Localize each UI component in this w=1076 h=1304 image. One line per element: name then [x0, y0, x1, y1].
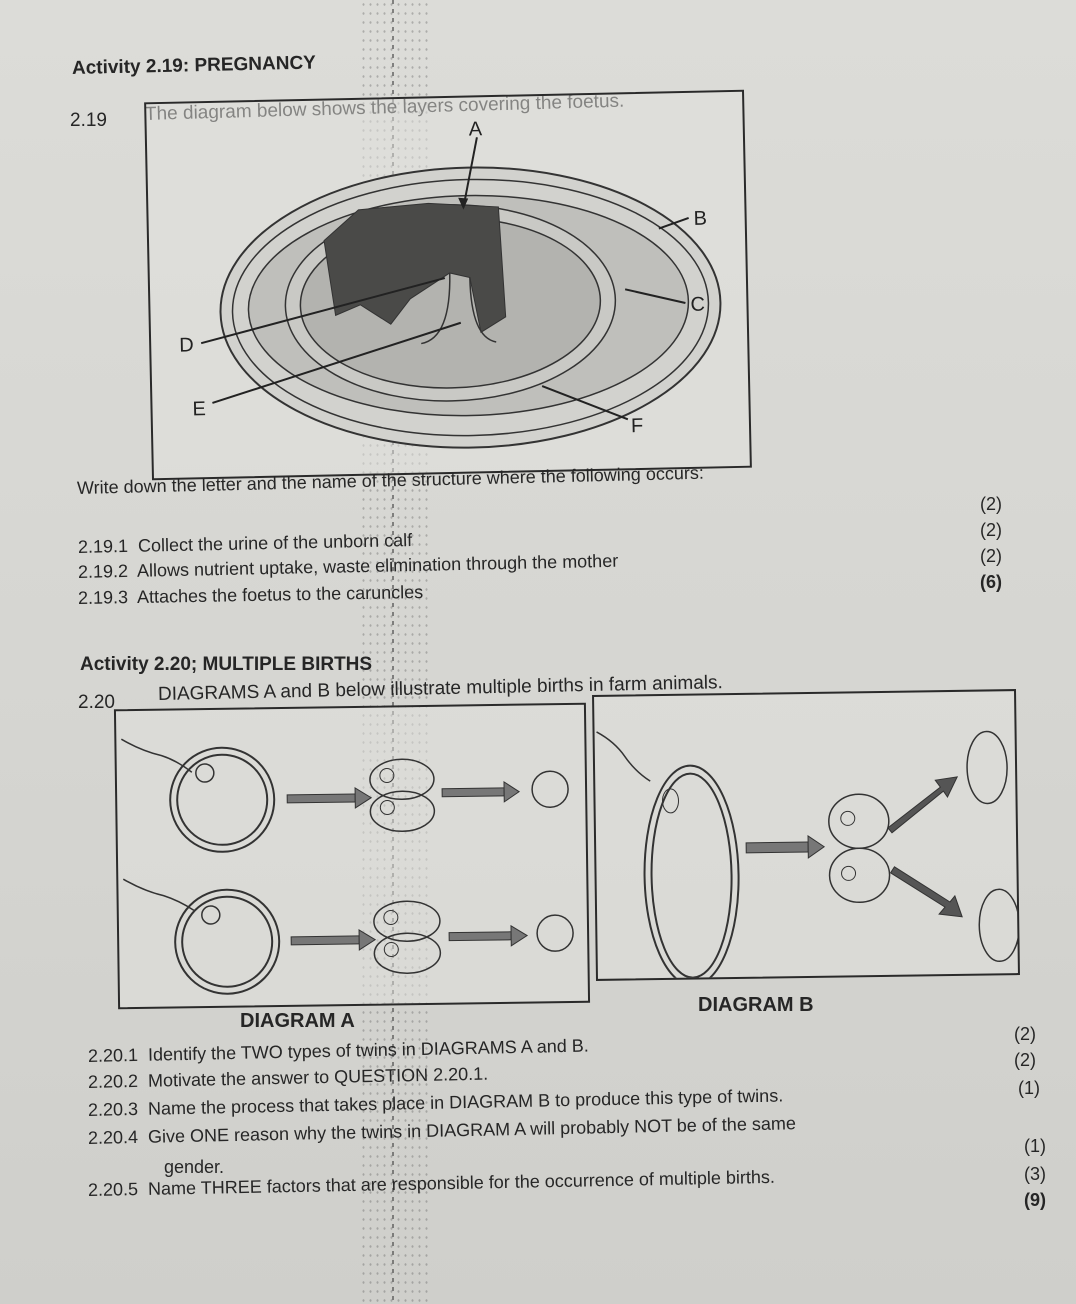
- foetus-layers-illustration: A B C D E F: [179, 118, 722, 449]
- diagram-a-caption: DIAGRAM A: [240, 1010, 355, 1032]
- diagram-b: [592, 689, 1021, 987]
- marks-2201: (2): [1014, 1024, 1036, 1044]
- marks-2204: (1): [1024, 1136, 1046, 1156]
- svg-text:C: C: [690, 294, 705, 316]
- diagram-b-caption: DIAGRAM B: [698, 994, 814, 1016]
- label-a: A: [469, 118, 483, 140]
- photocopy-streak: [392, 0, 394, 1304]
- monozygotic-twins-illustration: [596, 730, 1021, 987]
- activity-219-heading: Activity 2.19: PREGNANCY: [71, 52, 317, 79]
- svg-text:E: E: [192, 398, 206, 420]
- marks-220-total: (9): [1024, 1190, 1046, 1210]
- marks-2193: (2): [980, 546, 1002, 566]
- svg-text:D: D: [179, 334, 194, 356]
- svg-text:B: B: [693, 208, 707, 230]
- marks-2192: (2): [980, 520, 1002, 540]
- question-220-number: 2.20: [78, 692, 115, 713]
- question-219-number: 2.19: [70, 110, 107, 131]
- foetus-layers-diagram: A B C D E F: [144, 89, 752, 481]
- marks-2202: (2): [1014, 1050, 1036, 1070]
- question-2204-continued: gender.: [164, 1157, 225, 1177]
- diagram-a: [113, 702, 591, 1010]
- marks-2203: (1): [1018, 1078, 1040, 1098]
- svg-text:F: F: [631, 415, 644, 437]
- marks-2205: (3): [1024, 1164, 1046, 1184]
- marks-219-total: (6): [980, 572, 1002, 592]
- activity-220-heading: Activity 2.20; MULTIPLE BIRTHS: [80, 654, 373, 675]
- question-2201: 2.20.1 Identify the TWO types of twins i…: [87, 1035, 590, 1066]
- dizygotic-twins-illustration: [120, 738, 574, 995]
- marks-2191: (2): [980, 494, 1002, 514]
